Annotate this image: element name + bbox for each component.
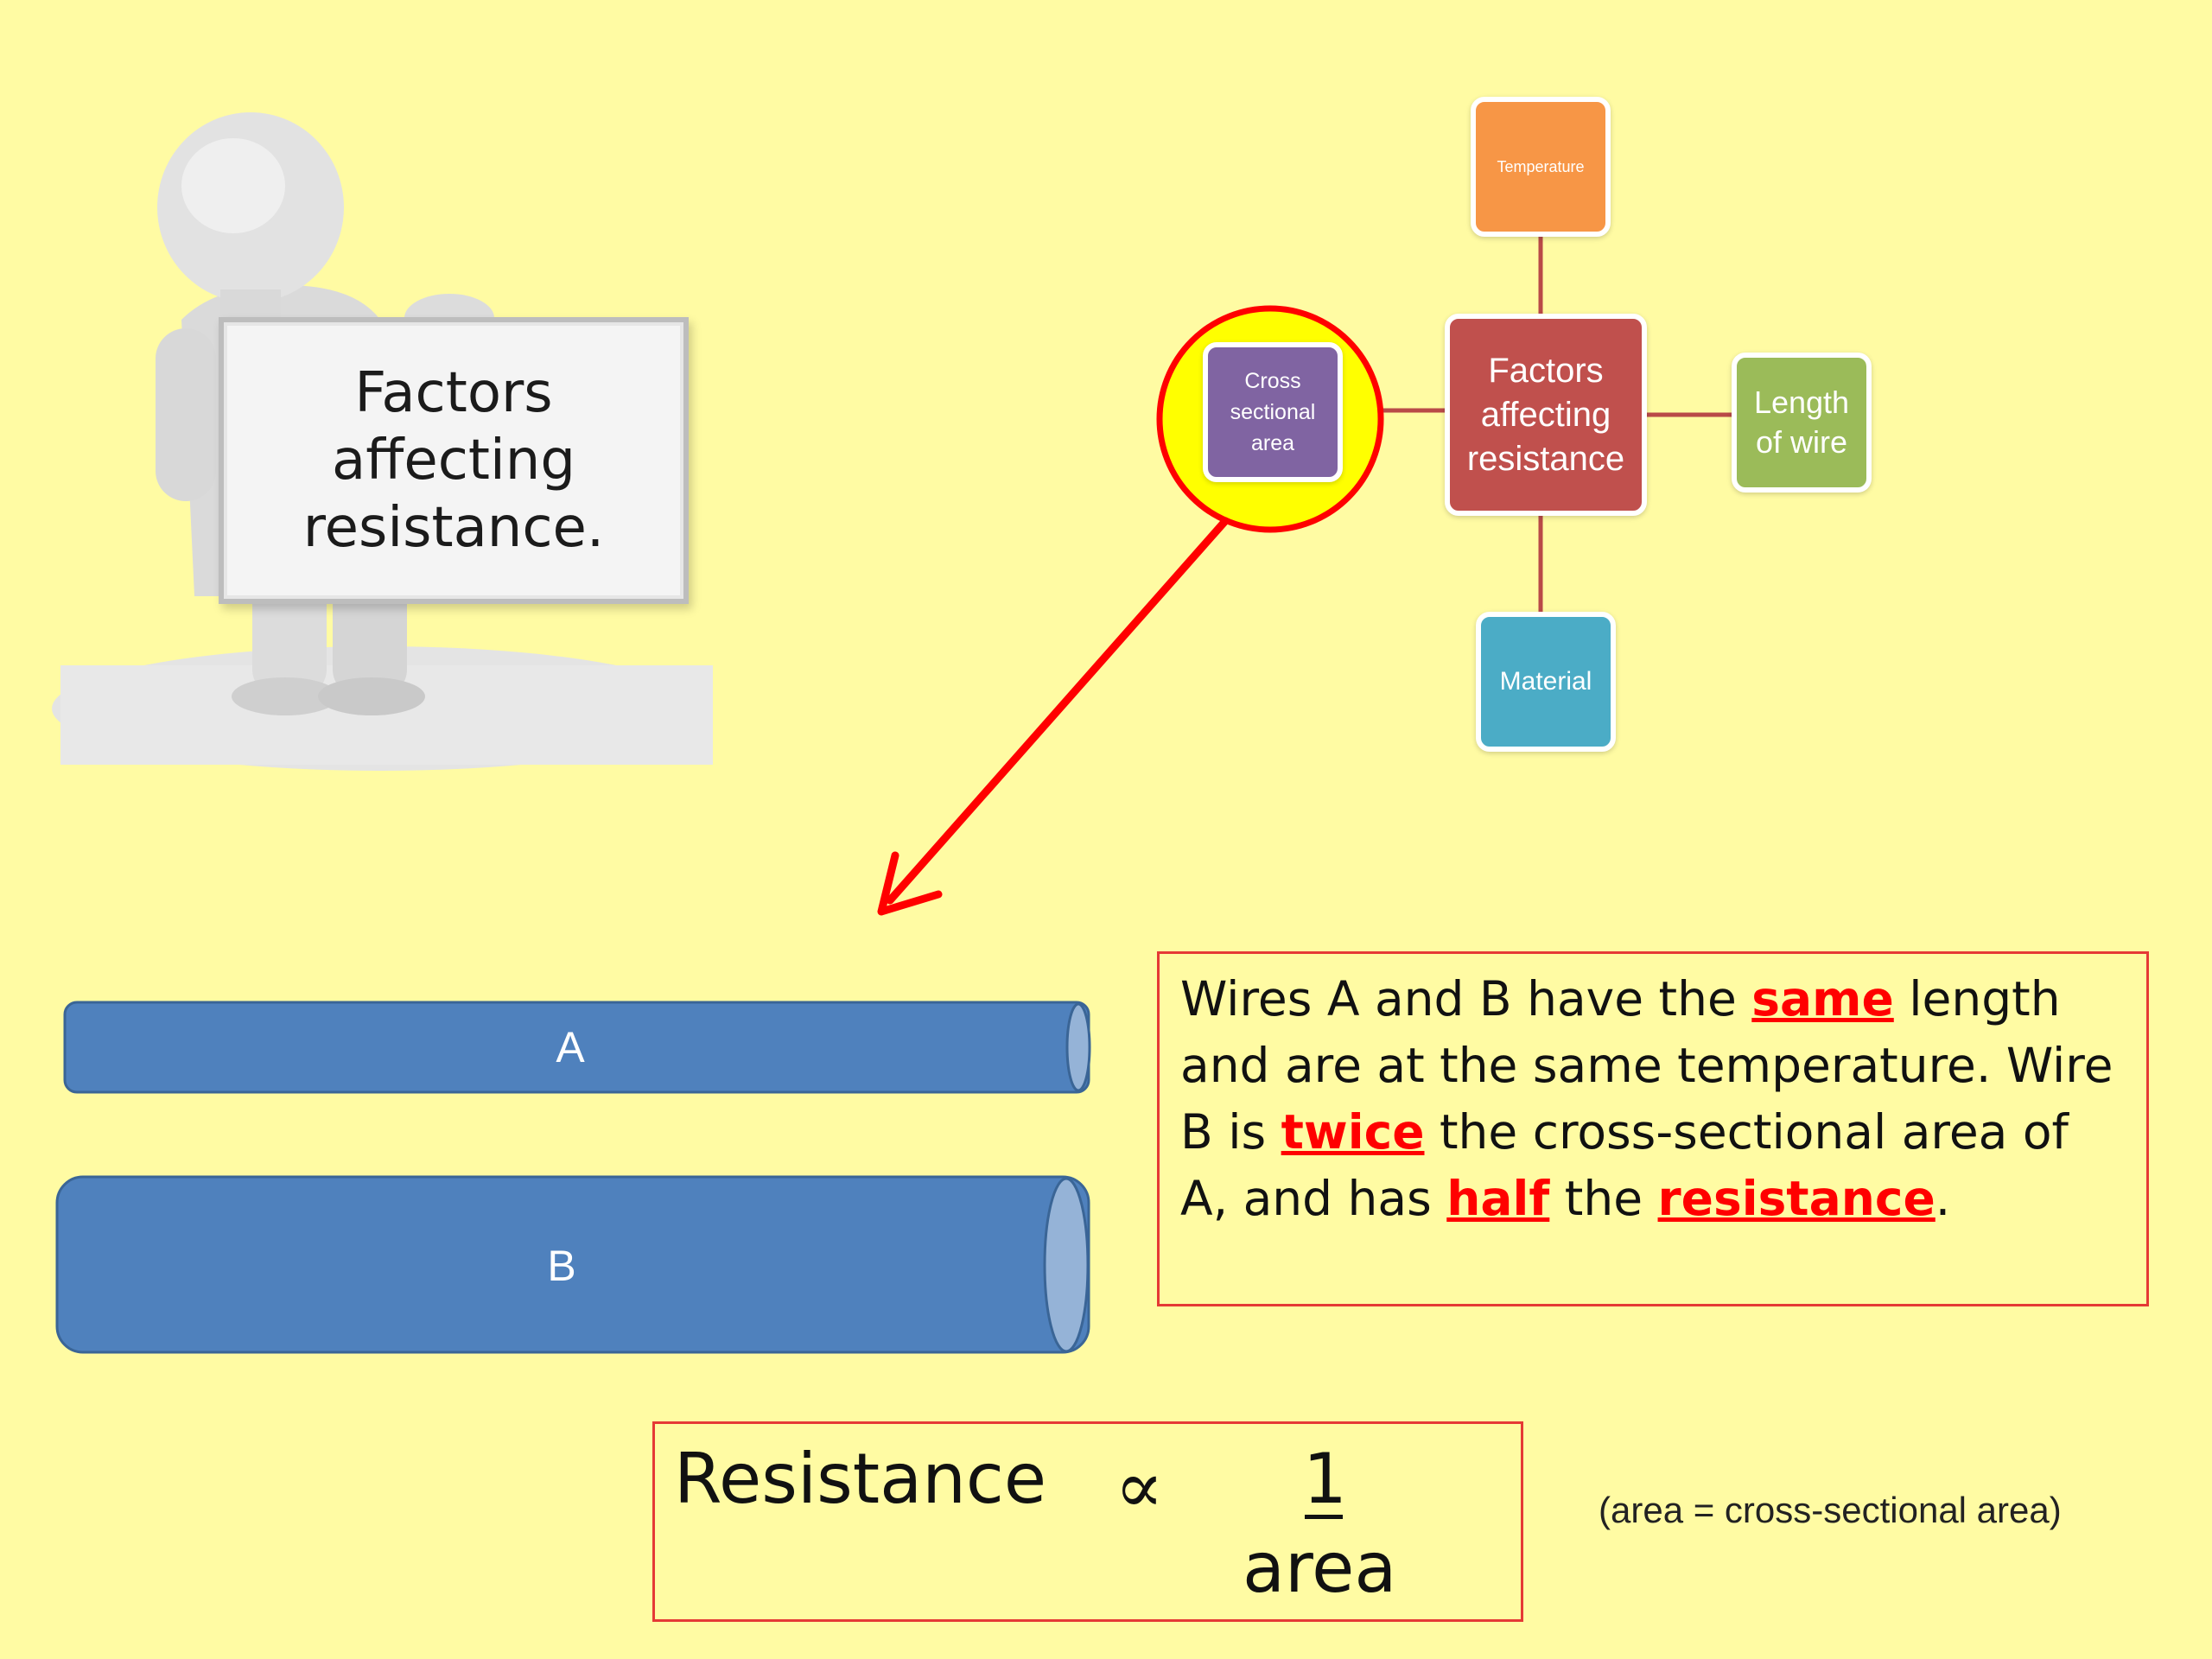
explanation-text-3: the cross-sectional area of A, and has — [1180, 1104, 2069, 1226]
proportional-symbol: ∝ — [1115, 1445, 1164, 1529]
mindmap-node-temperature: Temperature — [1471, 97, 1611, 237]
highlight-resistance: resistance — [1657, 1171, 1936, 1226]
mindmap-node-length: Length of wire — [1732, 353, 1872, 493]
sign-line-2: affecting — [332, 429, 575, 493]
formula-denominator: area — [1243, 1528, 1397, 1608]
highlight-twice: twice — [1281, 1104, 1425, 1160]
mindmap-connectors — [1338, 233, 1732, 612]
explanation-text-5: . — [1935, 1171, 1951, 1226]
explanation-box: Wires A and B have the same length and a… — [1157, 951, 2149, 1306]
highlight-half: half — [1446, 1171, 1550, 1226]
sign-text: Factors affecting resistance. — [264, 359, 644, 562]
sign-board: Factors affecting resistance. — [219, 317, 689, 604]
wire-b-label: B — [547, 1242, 576, 1290]
formula-numerator: 1 — [1303, 1439, 1347, 1519]
mindmap-node-material: Material — [1476, 612, 1616, 752]
sign-line-3: resistance. — [302, 496, 605, 560]
formula-box — [652, 1421, 1523, 1622]
mindmap-center-node: Factors affecting resistance — [1445, 314, 1647, 516]
wire-a — [63, 1001, 1091, 1094]
formula-lhs: Resistance — [674, 1439, 1047, 1519]
fraction-bar — [1305, 1515, 1343, 1519]
explanation-text-4: the — [1549, 1171, 1658, 1226]
mindmap-node-cross-sectional-area: Cross sectional area — [1203, 342, 1343, 482]
explanation-text-1: Wires A and B have the — [1180, 971, 1752, 1027]
explanation-text-2: length and are at the same temperature. … — [1180, 971, 2113, 1160]
area-note: (area = cross-sectional area) — [1599, 1490, 2062, 1530]
wire-a-label: A — [556, 1023, 585, 1071]
wire-b — [55, 1175, 1090, 1354]
pointer-arrow — [877, 517, 1230, 916]
highlight-same: same — [1751, 971, 1894, 1027]
sign-line-1: Factors — [354, 361, 553, 425]
